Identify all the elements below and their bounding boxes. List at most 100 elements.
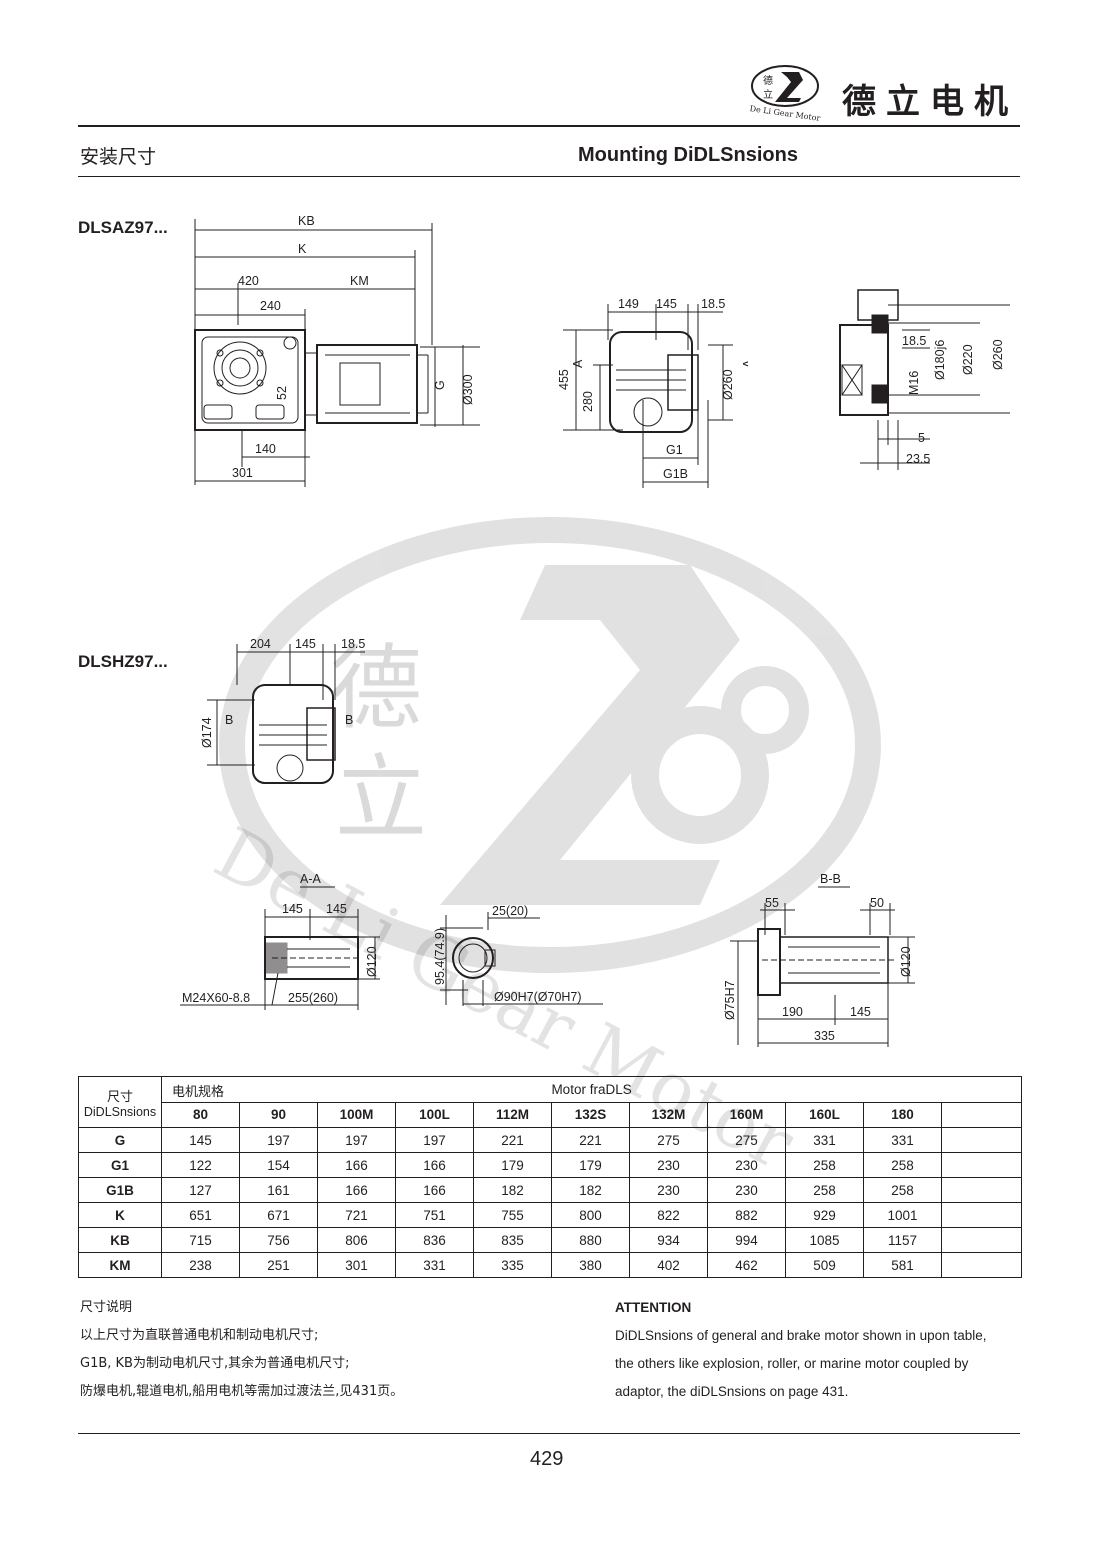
dim-bb-55: 55 <box>765 896 779 910</box>
corner-bottom: DiDLSnsions <box>83 1104 157 1119</box>
notes-en-line: the others like explosion, roller, or ma… <box>615 1356 969 1371</box>
table-cell-empty <box>940 1202 1023 1228</box>
col-header: 112M <box>473 1101 552 1128</box>
table-cell: 751 <box>395 1202 474 1228</box>
section-mark-a-right: A <box>741 359 748 368</box>
dim-18-5-shz: 18.5 <box>341 637 365 651</box>
model-label-shz: DLSHZ97... <box>78 652 168 671</box>
notes-cn-line: 以上尺寸为直联普通电机和制动电机尺寸; <box>80 1328 319 1343</box>
motor-label: Motor fraDLS <box>551 1081 632 1097</box>
section-aa: A-A 145 145 Ø120 M24X60-8.8 255(260) <box>180 872 380 1010</box>
header-rule-top <box>78 125 1020 127</box>
table-cell: 880 <box>551 1227 630 1253</box>
dim-d300: Ø300 <box>461 374 475 405</box>
dim-g: G <box>433 380 447 390</box>
dim-18-5-flange: 18.5 <box>902 334 926 348</box>
table-cell: 994 <box>707 1227 786 1253</box>
svg-text:立: 立 <box>763 88 773 101</box>
notes-en-line: DiDLSnsions of general and brake motor s… <box>615 1328 987 1343</box>
dim-149: 149 <box>618 297 639 311</box>
section-mark-a-left: A <box>571 359 585 368</box>
dim-d220: Ø220 <box>961 344 975 375</box>
bb-label: B-B <box>820 872 841 886</box>
drawing-saz-front: KB K 420 KM 240 52 140 301 G Ø300 <box>194 214 480 487</box>
title-cn: 安装尺寸 <box>80 146 157 168</box>
dim-km: KM <box>350 274 369 288</box>
dim-bb-d75h7: Ø75H7 <box>723 980 737 1020</box>
table-cell: 715 <box>161 1227 240 1253</box>
table-cell: 166 <box>395 1152 474 1178</box>
dim-23-5: 23.5 <box>906 452 930 466</box>
table-cell: 275 <box>707 1127 786 1153</box>
col-header: 80 <box>161 1101 240 1128</box>
table-cell: 836 <box>395 1227 474 1253</box>
table-cell: 197 <box>317 1127 396 1153</box>
table-cell: 122 <box>161 1152 240 1178</box>
brand-name: 德立电机 <box>842 82 1018 122</box>
table-cell: 275 <box>629 1127 708 1153</box>
table-cell: 331 <box>863 1127 942 1153</box>
dim-aa-m24: M24X60-8.8 <box>182 991 250 1005</box>
col-header: 100M <box>317 1101 396 1128</box>
dim-280: 280 <box>581 391 595 412</box>
aa-label: A-A <box>300 872 322 886</box>
dim-5: 5 <box>918 431 925 445</box>
dim-145-shz: 145 <box>295 637 316 651</box>
table-cell: 166 <box>317 1152 396 1178</box>
notes-cn: 尺寸说明 以上尺寸为直联普通电机和制动电机尺寸; G1B, KB为制动电机尺寸,… <box>80 1294 580 1406</box>
table-cell-empty <box>940 1227 1023 1253</box>
row-label: G1 <box>78 1152 162 1178</box>
col-header: 100L <box>395 1101 474 1128</box>
table-cell-empty <box>940 1152 1023 1178</box>
table-cell: 509 <box>785 1252 864 1278</box>
footer-rule <box>78 1433 1020 1434</box>
table-cell: 651 <box>161 1202 240 1228</box>
section-middle: 25(20) 95.4(74.9) Ø90H7(Ø70H7) <box>433 904 603 1006</box>
table-cell: 230 <box>707 1177 786 1203</box>
table-cell: 179 <box>473 1152 552 1178</box>
table-cell: 929 <box>785 1202 864 1228</box>
table-cell-empty <box>940 1252 1023 1278</box>
col-header: 132S <box>551 1101 630 1128</box>
table-cell: 301 <box>317 1252 396 1278</box>
dim-d260-flange: Ø260 <box>991 339 1005 370</box>
table-row: G 145 197 197 197 221 221 275 275 331 33… <box>78 1127 1023 1153</box>
table-cell-empty <box>940 1127 1023 1153</box>
drawing-saz-side: 149 145 18.5 455 280 A A Ø260 G1 G1B <box>557 297 748 488</box>
model-label-saz: DLSAZ97... <box>78 218 168 237</box>
title-en: Mounting DiDLSnsions <box>578 144 798 166</box>
table-cell: 166 <box>395 1177 474 1203</box>
row-label: KB <box>78 1227 162 1253</box>
drawing-saz-flange: 18.5 Ø180j6 Ø220 Ø260 M16 5 23.5 <box>839 289 1010 470</box>
table-row: KM 238 251 301 331 335 380 402 462 509 5… <box>78 1252 1023 1278</box>
notes-cn-title: 尺寸说明 <box>80 1300 133 1315</box>
table-cell: 221 <box>473 1127 552 1153</box>
table-cell: 800 <box>551 1202 630 1228</box>
dim-bb-50: 50 <box>870 896 884 910</box>
row-label: KM <box>78 1252 162 1278</box>
section-bb: B-B 55 50 Ø120 Ø75H7 190 145 335 <box>723 872 915 1047</box>
dim-aa-145-b: 145 <box>326 902 347 916</box>
table-cell: 161 <box>239 1177 318 1203</box>
page-number: 429 <box>530 1448 564 1470</box>
table-cell: 1157 <box>863 1227 942 1253</box>
dim-455: 455 <box>557 369 571 390</box>
corner-top: 尺寸 <box>106 1089 133 1105</box>
table-cell: 230 <box>629 1152 708 1178</box>
table-cell: 251 <box>239 1252 318 1278</box>
spec-label: 电机规格 <box>172 1085 225 1100</box>
dim-aa-d120: Ø120 <box>365 946 379 977</box>
dim-d174: Ø174 <box>200 717 214 748</box>
table-cell: 179 <box>551 1152 630 1178</box>
dim-g1b: G1B <box>663 467 688 481</box>
dim-420: 420 <box>238 274 259 288</box>
table-cell: 258 <box>863 1177 942 1203</box>
col-header: 160M <box>707 1101 786 1128</box>
dim-bb-335: 335 <box>814 1029 835 1043</box>
dim-301: 301 <box>232 466 253 480</box>
dim-d180j6: Ø180j6 <box>933 340 947 380</box>
dim-aa-255: 255(260) <box>288 991 338 1005</box>
dim-25-20: 25(20) <box>492 904 528 918</box>
watermark-char-li: 立 <box>335 745 427 852</box>
dim-g1: G1 <box>666 443 683 457</box>
